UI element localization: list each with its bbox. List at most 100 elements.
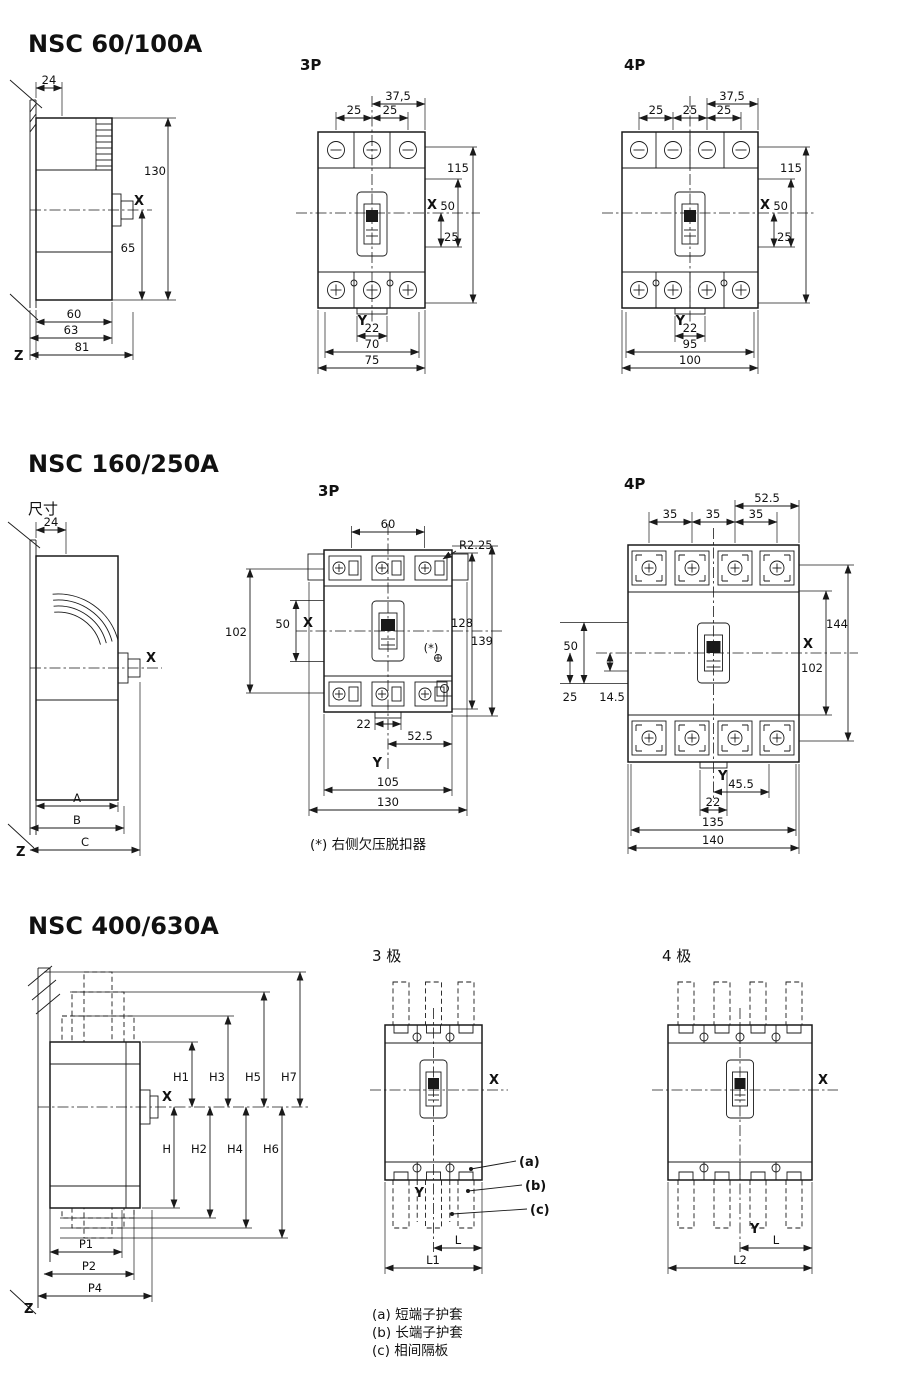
dim-25: 25	[563, 690, 578, 704]
dim-B: B	[73, 813, 81, 827]
side-x-axis-label: X	[162, 1090, 172, 1105]
dim-50: 50	[275, 617, 290, 631]
dim-135: 135	[702, 815, 724, 829]
dim-35: 35	[663, 507, 678, 521]
dim-L1: L1	[426, 1253, 440, 1267]
dim-102: 102	[801, 661, 823, 675]
nsc-400-630a-drawing: NSC 400/630A X	[9, 912, 838, 1359]
nsc630-4pole-view: 4 极 X Y L L2	[652, 947, 838, 1274]
dim-37-5: 37,5	[385, 89, 411, 103]
dim-A: A	[73, 791, 81, 805]
dim-50: 50	[440, 199, 455, 213]
callout-c: (c)	[530, 1203, 550, 1218]
nsc630-3pole-view: 3 极 X Y (a) (b) (c) L L1	[370, 947, 550, 1274]
dim-H1: H1	[173, 1070, 189, 1084]
dim-25: 25	[444, 230, 459, 244]
dim-25: 25	[717, 103, 732, 117]
dim-22: 22	[365, 321, 380, 335]
dim-130: 130	[377, 795, 399, 809]
note-a: (a) 短端子护套	[372, 1307, 463, 1323]
dim-L2: L2	[733, 1253, 747, 1267]
3p-y-axis-label: Y	[372, 756, 383, 771]
dim-H3: H3	[209, 1070, 225, 1084]
dim-128: 128	[451, 616, 473, 630]
dim-P4: P4	[88, 1281, 102, 1295]
dim-81: 81	[75, 340, 90, 354]
note-c: (c) 相间隔板	[372, 1343, 449, 1359]
callout-a: (a)	[519, 1155, 540, 1170]
section1-title: NSC 60/100A	[28, 30, 203, 58]
legend-notes: (a) 短端子护套 (b) 长端子护套 (c) 相间隔板	[372, 1307, 463, 1359]
dim-144: 144	[826, 617, 848, 631]
dim-45-5: 45.5	[728, 777, 754, 791]
dim-H7: H7	[281, 1070, 297, 1084]
dim-102: 102	[225, 625, 247, 639]
dim-60: 60	[381, 517, 396, 531]
nsc100-4p-view: 4P 37,5 25 25 25 115 50 25 X	[602, 56, 814, 374]
nsc100-4p-header: 4P	[624, 56, 645, 74]
callout-b: (b)	[525, 1179, 546, 1194]
nsc250-4p-view: 4P 52.5 35 35 35 50 14.5 25 X 102	[560, 475, 858, 854]
dim-35: 35	[706, 507, 721, 521]
dim-115: 115	[780, 161, 802, 175]
3p-x-axis-label: X	[427, 198, 437, 213]
nsc250-3p-header: 3P	[318, 482, 339, 500]
dim-63: 63	[64, 323, 79, 337]
side-x-axis-label: X	[134, 194, 144, 209]
dim-25: 25	[649, 103, 664, 117]
4pole-x-axis-label: X	[818, 1073, 828, 1088]
dim-50: 50	[773, 199, 788, 213]
dim-70: 70	[365, 337, 380, 351]
section3-title: NSC 400/630A	[28, 912, 219, 940]
dim-95: 95	[683, 337, 698, 351]
dim-52-5: 52.5	[754, 491, 780, 505]
dim-37-5: 37,5	[719, 89, 745, 103]
nsc250-3p-view: 3P R2.25 60 102 50 X 128 13	[225, 482, 502, 853]
dim-R2-25: R2.25	[459, 538, 493, 552]
nsc630-3pole-header: 3 极	[372, 947, 401, 965]
nsc630-side-view: X H1 H3 H5 H7 H H2 H4 H6 P1 P2	[9, 965, 310, 1317]
dim-105: 105	[377, 775, 399, 789]
4p-x-axis-label: X	[803, 637, 813, 652]
nsc630-4pole-header: 4 极	[662, 947, 691, 965]
dim-24: 24	[42, 73, 57, 87]
dim-P2: P2	[82, 1259, 96, 1273]
dim-22: 22	[683, 321, 698, 335]
3pole-x-axis-label: X	[489, 1073, 499, 1088]
nsc250-side-view: X 24 A B C Z	[7, 515, 162, 860]
dim-24: 24	[44, 515, 59, 529]
dim-P1: P1	[79, 1237, 93, 1251]
3pole-y-axis-label: Y	[414, 1186, 425, 1201]
dim-L: L	[773, 1233, 780, 1247]
dim-65: 65	[121, 241, 136, 255]
nsc250-4p-header: 4P	[624, 475, 645, 493]
star-mark: (*)	[424, 641, 439, 655]
dim-H: H	[162, 1142, 171, 1156]
dim-50: 50	[563, 639, 578, 653]
dim-60: 60	[67, 307, 82, 321]
dim-H5: H5	[245, 1070, 261, 1084]
dim-25: 25	[777, 230, 792, 244]
dim-140: 140	[702, 833, 724, 847]
dim-35: 35	[749, 507, 764, 521]
side-z-axis-label: Z	[14, 349, 23, 364]
4p-y-axis-label: Y	[717, 769, 728, 784]
dim-22: 22	[706, 795, 721, 809]
undervoltage-release-note: (*) 右侧欠压脱扣器	[310, 837, 427, 853]
4p-x-axis-label: X	[760, 198, 770, 213]
dim-H6: H6	[263, 1142, 279, 1156]
dim-H4: H4	[227, 1142, 243, 1156]
note-b: (b) 长端子护套	[372, 1325, 463, 1341]
nsc-160-250a-drawing: NSC 160/250A 尺寸 X 24 A B C Z 3P	[7, 450, 858, 860]
side-x-axis-label: X	[146, 651, 156, 666]
3p-y-axis-label: Y	[357, 314, 368, 329]
dim-25: 25	[383, 103, 398, 117]
3p-x-axis-label: X	[303, 616, 313, 631]
dim-H2: H2	[191, 1142, 207, 1156]
side-z-axis-label: Z	[24, 1302, 33, 1317]
dim-C: C	[81, 835, 89, 849]
4pole-y-axis-label: Y	[749, 1222, 760, 1237]
nsc100-3p-header: 3P	[300, 56, 321, 74]
dim-100: 100	[679, 353, 701, 367]
dim-115: 115	[447, 161, 469, 175]
